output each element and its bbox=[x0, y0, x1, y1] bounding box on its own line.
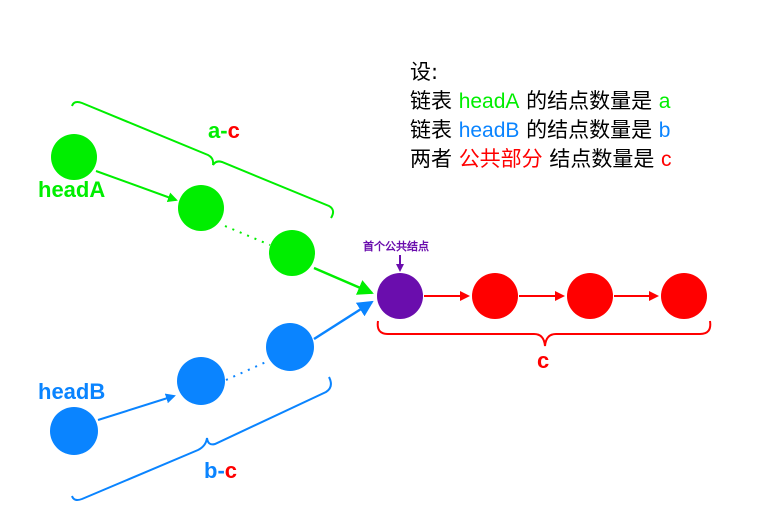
red-node-1 bbox=[472, 273, 518, 319]
headA-label: headA bbox=[38, 177, 105, 202]
green-node-1 bbox=[51, 134, 97, 180]
legend-c-highlight: 公共部分 bbox=[458, 147, 543, 171]
legend-line-c: 两者 公共部分 结点数量是 c bbox=[410, 145, 672, 174]
blue-arrow-to-common bbox=[313, 300, 374, 341]
brace-a-label: a-c bbox=[208, 118, 240, 143]
legend-c-middle: 结点数量是 bbox=[542, 147, 662, 171]
first-common-label: 首个公共结点 bbox=[363, 239, 429, 253]
legend-b-highlight: headB bbox=[458, 119, 520, 142]
brace-a-var: a bbox=[208, 118, 221, 143]
brace-a-minus-c bbox=[71, 101, 335, 219]
green-arrow-to-common bbox=[313, 266, 374, 295]
brace-b-c: c bbox=[225, 458, 237, 483]
legend-title: 设: bbox=[410, 60, 439, 84]
legend-line-b: 链表 headB 的结点数量是 b bbox=[410, 116, 672, 145]
legend-line-a: 链表 headA 的结点数量是 a bbox=[410, 87, 672, 116]
legend-c-var: c bbox=[661, 148, 672, 171]
brace-c bbox=[376, 320, 712, 347]
legend-a-middle: 的结点数量是 bbox=[519, 89, 659, 113]
legend-b-prefix: 链表 bbox=[410, 118, 459, 142]
legend-b-middle: 的结点数量是 bbox=[519, 118, 659, 142]
green-node-2 bbox=[178, 185, 224, 231]
brace-b-dash: - bbox=[217, 458, 224, 483]
brace-a-c: c bbox=[228, 118, 240, 143]
common-node-first bbox=[377, 273, 423, 319]
headB-label: headB bbox=[38, 379, 105, 404]
brace-a-dash: - bbox=[220, 118, 227, 143]
legend-box: 设: 链表 headA 的结点数量是 a 链表 headB 的结点数量是 b 两… bbox=[410, 58, 672, 174]
blue-arrow-1 bbox=[97, 393, 176, 421]
blue-node-1 bbox=[50, 407, 98, 455]
blue-node-2 bbox=[177, 357, 225, 405]
brace-b-minus-c bbox=[71, 376, 332, 501]
brace-c-label: c bbox=[537, 348, 549, 373]
blue-dotted-link bbox=[225, 361, 267, 381]
blue-node-3 bbox=[266, 323, 314, 371]
brace-b-var: b bbox=[204, 458, 217, 483]
red-node-3 bbox=[661, 273, 707, 319]
green-node-3 bbox=[269, 230, 315, 276]
legend-a-var: a bbox=[658, 90, 671, 113]
legend-c-prefix: 两者 bbox=[410, 147, 459, 171]
legend-a-prefix: 链表 bbox=[410, 89, 459, 113]
green-dotted-link bbox=[224, 225, 271, 246]
green-arrow-1 bbox=[95, 170, 178, 202]
legend-a-highlight: headA bbox=[458, 90, 520, 113]
red-node-2 bbox=[567, 273, 613, 319]
brace-b-label: b-c bbox=[204, 458, 237, 483]
legend-b-var: b bbox=[658, 119, 671, 142]
